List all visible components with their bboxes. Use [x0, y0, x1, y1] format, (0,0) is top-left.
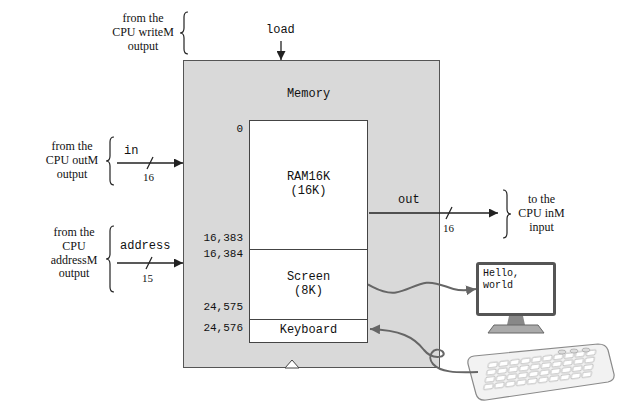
label-slot: address — [120, 240, 176, 254]
signal-arrow — [280, 41, 281, 60]
label-slot: 16,383 — [193, 232, 243, 245]
monitor-screen: Hello, world — [476, 262, 556, 316]
label-slot: 16 — [443, 222, 463, 235]
bus-slash — [146, 257, 152, 269]
address-number: 24,575 — [193, 301, 243, 314]
segment-label: Screen (8K) — [277, 271, 341, 299]
keyboard-button — [570, 349, 578, 353]
signal-arrow — [369, 212, 498, 213]
segment-label: Hello, world — [483, 268, 529, 291]
curly-brace — [503, 190, 511, 238]
signal-note: from the CPU outM output — [42, 140, 102, 181]
bus-slash — [446, 207, 452, 219]
screen-segment: Screen (8K) — [249, 249, 368, 320]
address-number: 0 — [193, 123, 243, 136]
label-slot: from the CPU outM output — [42, 140, 102, 181]
signal-note: from the CPU addressM output — [46, 226, 102, 281]
ram-segment: RAM16K (16K) — [249, 120, 368, 250]
monitor-stand — [507, 316, 525, 325]
keyboard-button — [582, 348, 590, 352]
address-number: 16,383 — [193, 232, 243, 245]
key-field — [482, 349, 597, 391]
key-grid — [482, 349, 597, 391]
address-number: 24,576 — [193, 322, 243, 335]
signal-name: load — [266, 24, 300, 38]
segment-label: RAM16K (16K) — [277, 171, 341, 199]
clock-symbol — [285, 360, 299, 368]
address-number: 16,384 — [193, 248, 243, 261]
signal-name: in — [124, 145, 144, 159]
keyboard-illustration — [468, 344, 614, 400]
label-slot: from the CPU addressM output — [46, 226, 102, 281]
label-slot: out — [398, 194, 428, 208]
label-slot: 16,384 — [193, 248, 243, 261]
curly-brace — [180, 12, 188, 54]
unit-title: Memory — [249, 88, 368, 102]
bus-width: 16 — [443, 222, 463, 235]
keyboard-button — [558, 350, 566, 354]
bus-slash — [147, 157, 153, 169]
keyboard-segment: Keyboard — [249, 319, 368, 343]
monitor-base — [488, 325, 544, 333]
display-cable — [368, 283, 476, 293]
signal-name: address — [120, 240, 176, 254]
curly-brace — [106, 137, 114, 185]
label-slot: load — [266, 24, 300, 38]
signal-note: from the CPU writeM output — [111, 12, 175, 53]
label-slot: 15 — [142, 272, 162, 285]
label-slot: in — [124, 145, 144, 159]
label-slot: 0 — [193, 123, 243, 136]
keyboard-cable — [370, 329, 478, 372]
memory-unit: MemoryRAM16K (16K) Screen (8K) Keyboard — [183, 60, 440, 368]
curly-brace — [106, 226, 114, 292]
signal-note: to the CPU inM input — [516, 193, 567, 234]
label-slot: 16 — [143, 171, 163, 184]
segment-label: Keyboard — [280, 324, 338, 338]
bus-width: 16 — [143, 171, 163, 184]
label-slot: 24,576 — [193, 322, 243, 335]
label-slot: 24,575 — [193, 301, 243, 314]
bus-width: 15 — [142, 272, 162, 285]
signal-arrow — [117, 262, 183, 263]
label-slot: from the CPU writeM output — [111, 12, 175, 53]
signal-name: out — [398, 194, 428, 208]
label-slot: to the CPU inM input — [516, 193, 567, 234]
